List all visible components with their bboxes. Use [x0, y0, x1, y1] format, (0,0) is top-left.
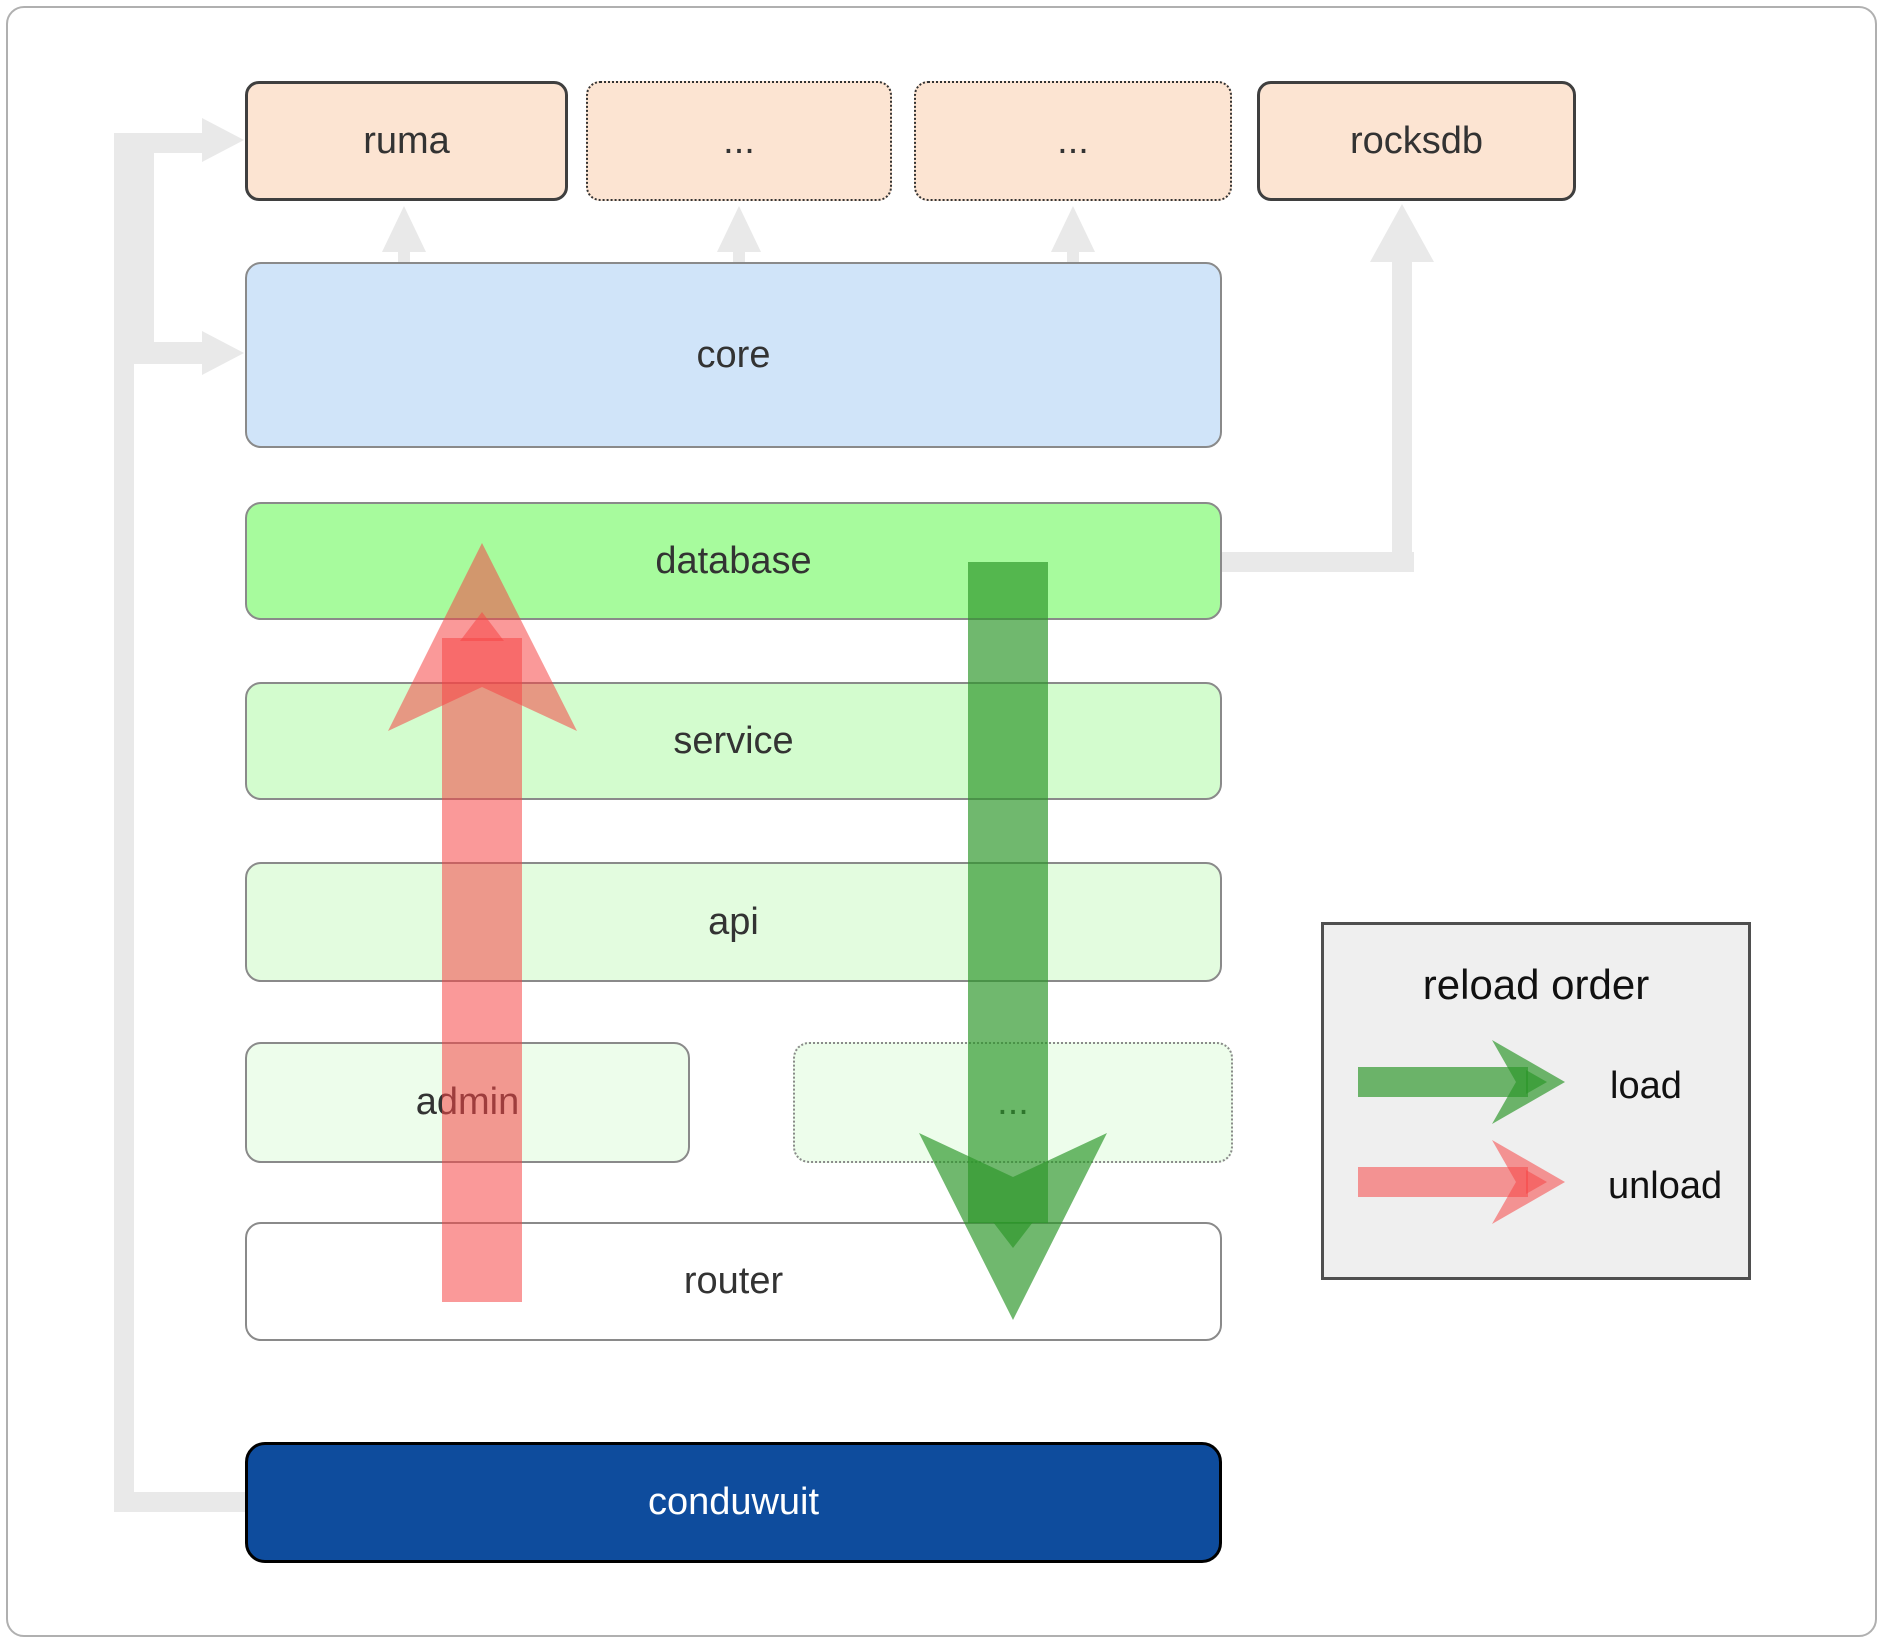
box-conduwuit-label: conduwuit	[647, 1481, 820, 1523]
page-border	[6, 6, 1877, 1637]
legend-panel: reload order load unload	[1321, 922, 1751, 1280]
box-database-label: database	[655, 539, 812, 582]
box-ellipsis-top-2: ...	[914, 81, 1232, 201]
box-ellipsis-top-1-label: ...	[723, 119, 755, 162]
box-admin-label: admin	[415, 1081, 520, 1123]
box-ellipsis-top-1: ...	[586, 81, 892, 201]
legend-unload-label: unload	[1608, 1165, 1723, 1207]
box-ellipsis-top-2-label: ...	[1057, 119, 1089, 162]
box-admin: admin	[245, 1042, 690, 1163]
box-service-label: service	[673, 719, 794, 762]
box-rocksdb-label: rocksdb	[1349, 119, 1484, 162]
box-api: api	[245, 862, 1222, 982]
box-router: router	[245, 1222, 1222, 1341]
legend-load-label: load	[1610, 1065, 1682, 1107]
box-service: service	[245, 682, 1222, 800]
box-api-label: api	[708, 900, 759, 943]
box-conduwuit: conduwuit	[245, 1442, 1222, 1563]
box-ellipsis-admin: ...	[793, 1042, 1233, 1163]
box-ellipsis-admin-label: ...	[997, 1081, 1029, 1123]
box-core-label: core	[696, 333, 771, 376]
box-rocksdb: rocksdb	[1257, 81, 1576, 201]
box-core: core	[245, 262, 1222, 448]
box-database: database	[245, 502, 1222, 620]
box-ruma-label: ruma	[363, 119, 450, 162]
box-ruma: ruma	[245, 81, 568, 201]
box-router-label: router	[683, 1260, 784, 1302]
legend-title: reload order	[1422, 961, 1650, 1008]
